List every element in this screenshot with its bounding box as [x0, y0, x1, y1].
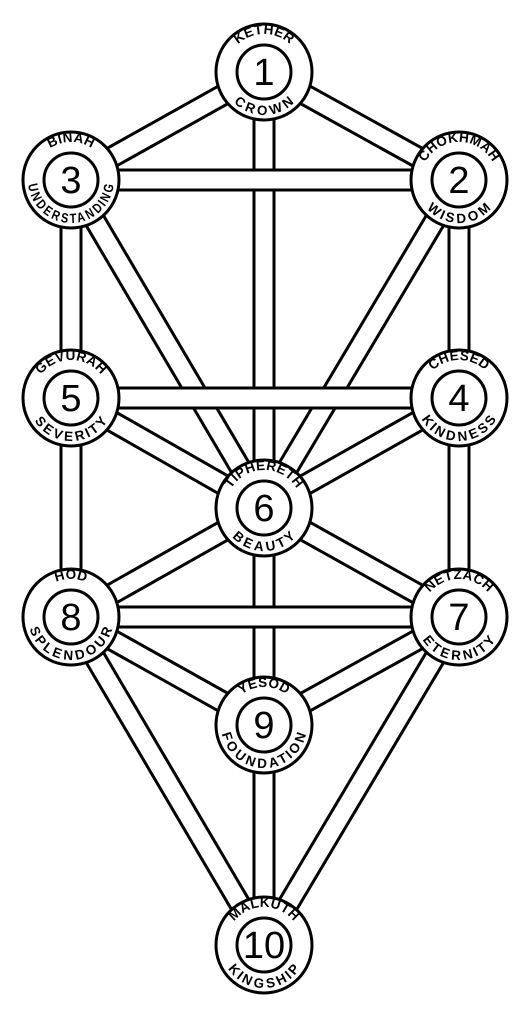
sephirah-number: 7	[448, 597, 469, 639]
sephirah-name: BINAH	[45, 130, 98, 151]
sephirah-number: 5	[60, 378, 81, 420]
sephirah-inner-ring	[430, 369, 488, 427]
sephirah-inner-ring	[235, 43, 293, 101]
sephirah-number: 3	[60, 160, 81, 202]
path-chokhmah-tiphereth	[254, 174, 469, 514]
sephirah-number: 8	[60, 597, 81, 639]
sephirah-inner-ring	[430, 151, 488, 209]
sephirah-inner-ring	[235, 479, 293, 537]
sephirah-inner-ring	[42, 369, 100, 427]
path-netzach-malkuth	[254, 611, 469, 951]
sephirah-name: HOD	[53, 567, 90, 585]
path-binah-tiphereth	[61, 174, 274, 514]
sephirah-inner-ring	[235, 696, 293, 754]
path-hod-malkuth	[61, 611, 274, 951]
sephirah-number: 4	[448, 378, 469, 420]
sephirah-name: YESOD	[235, 675, 293, 697]
sephirah-inner-ring	[42, 588, 100, 646]
sephiroth-layer: 1KETHERCROWN2CHOKHMAHWISDOM3BINAHUNDERST…	[21, 22, 509, 995]
sephirah-number: 9	[253, 705, 274, 747]
sephirah-inner-ring	[42, 151, 100, 209]
sephirah-number: 10	[243, 925, 285, 967]
sephirah-inner-ring	[235, 916, 293, 974]
sephirah-inner-ring	[430, 588, 488, 646]
sephirah-number: 2	[448, 160, 469, 202]
sephirah-number: 6	[253, 488, 274, 530]
sephirah-number: 1	[253, 52, 274, 94]
